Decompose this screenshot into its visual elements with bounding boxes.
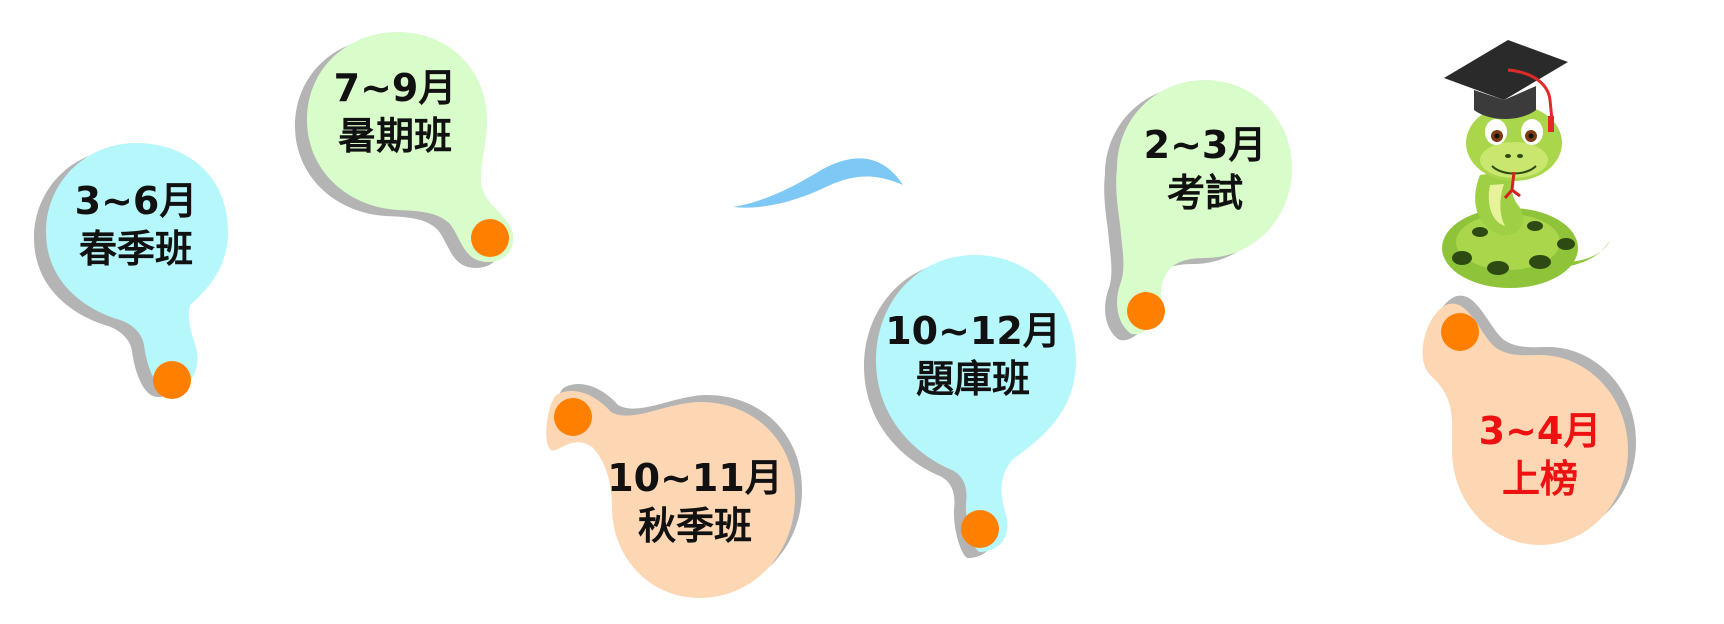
spring-name: 春季班 (78, 226, 193, 271)
summer-name: 暑期班 (337, 113, 452, 158)
exam-dot (1127, 292, 1165, 330)
autumn-name: 秋季班 (637, 503, 752, 548)
pass-period: 3~4月 (1478, 409, 1602, 453)
stage-label-summer: 7~9月 暑期班 (325, 65, 465, 160)
stage-bubble-summer (295, 32, 514, 268)
question-bank-name: 題庫班 (915, 356, 1030, 401)
summer-bubble-fill (307, 32, 514, 262)
question-bank-period: 10~12月 (885, 309, 1061, 353)
spring-dot (153, 361, 191, 399)
stage-label-autumn: 10~11月 秋季班 (605, 455, 785, 550)
wave-decoration (733, 158, 903, 208)
exam-period: 2~3月 (1143, 123, 1267, 167)
spring-bubble-fill (46, 143, 228, 391)
summer-dot (471, 219, 509, 257)
exam-bubble-fill (1116, 80, 1292, 335)
stage-bubble-question-bank (864, 255, 1076, 558)
pass-dot (1441, 313, 1479, 351)
stage-label-question-bank: 10~12月 題庫班 (883, 308, 1063, 403)
stage-bubble-spring (34, 143, 228, 399)
autumn-bubble-fill (546, 391, 795, 598)
autumn-dot (554, 398, 592, 436)
exam-name: 考試 (1166, 170, 1243, 215)
question-bank-dot (961, 510, 999, 548)
stage-bubble-pass (1422, 295, 1636, 545)
autumn-period: 10~11月 (607, 456, 783, 500)
stage-label-exam: 2~3月 考試 (1130, 122, 1280, 217)
pass-name: 上榜 (1501, 456, 1578, 501)
question-bank-bubble-fill (876, 255, 1076, 552)
stage-bubble-autumn (546, 384, 802, 598)
summer-period: 7~9月 (333, 66, 457, 110)
stage-label-spring: 3~6月 春季班 (66, 178, 206, 273)
stage-bubble-exam (1104, 80, 1292, 341)
pass-bubble-fill (1422, 303, 1628, 545)
stage-label-pass: 3~4月 上榜 (1465, 408, 1615, 503)
spring-period: 3~6月 (74, 179, 198, 223)
graduation-snake-icon (1442, 40, 1610, 288)
